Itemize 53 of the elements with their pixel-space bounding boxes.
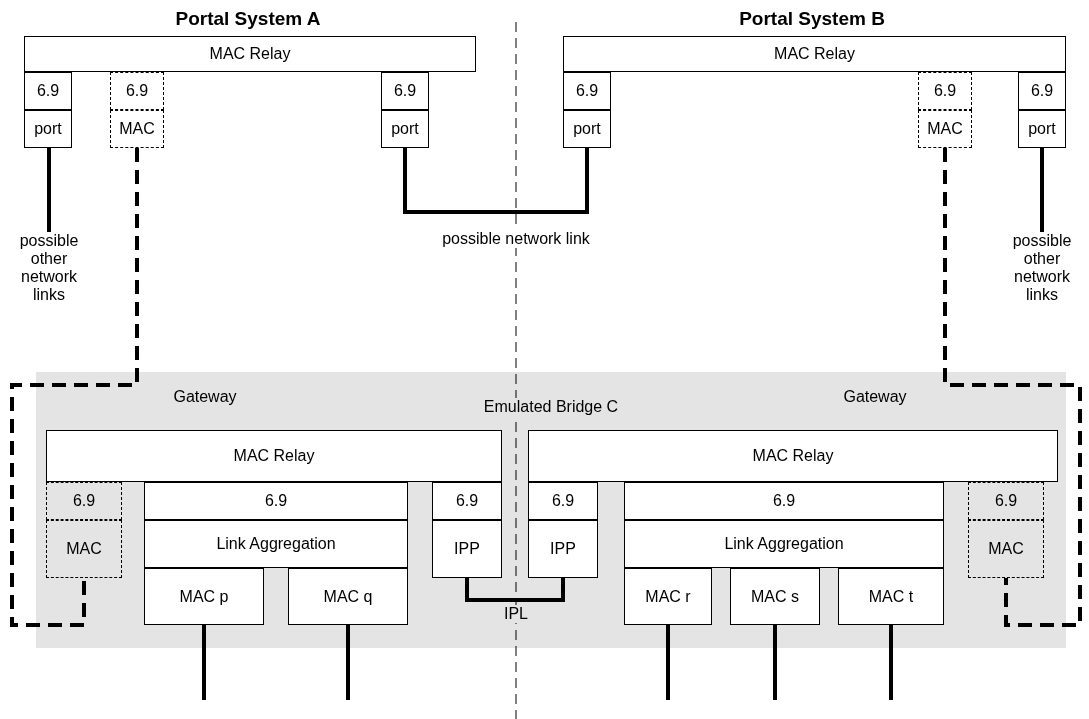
link-line	[346, 625, 350, 700]
aggregation-box: Link Aggregation	[144, 520, 408, 568]
mac-box: MAC	[918, 110, 972, 148]
link-line	[889, 625, 893, 700]
sublayer-box: 6.9	[24, 72, 72, 110]
bridge-panel	[36, 372, 1066, 648]
port-box: port	[563, 110, 611, 148]
relay-box: MAC Relay	[24, 36, 476, 72]
mac-box: MAC	[110, 110, 164, 148]
sublayer-box: 6.9	[624, 482, 944, 520]
mac-box: MAC t	[838, 568, 944, 625]
mac-box: MAC s	[730, 568, 820, 625]
port-box: port	[1018, 110, 1066, 148]
relay-box: MAC Relay	[528, 430, 1058, 482]
mac-box: MAC	[968, 520, 1044, 578]
link-line	[465, 578, 565, 602]
aggregation-box: Link Aggregation	[624, 520, 944, 568]
link-line	[1040, 148, 1044, 232]
port-box: port	[381, 110, 429, 148]
sublayer-box: 6.9	[46, 482, 122, 520]
sublayer-box: 6.9	[110, 72, 164, 110]
sublayer-box: 6.9	[1018, 72, 1066, 110]
sublayer-box: 6.9	[432, 482, 502, 520]
gateway-link	[943, 148, 1082, 627]
sublayer-box: 6.9	[381, 72, 429, 110]
note-text: possible other network links	[12, 232, 86, 312]
link-line	[46, 146, 51, 232]
link-line	[202, 625, 206, 700]
sublayer-box: 6.9	[563, 72, 611, 110]
edge-label: Gateway	[171, 388, 239, 406]
mac-box: MAC r	[624, 568, 712, 625]
sublayer-box: 6.9	[918, 72, 972, 110]
relay-box: MAC Relay	[46, 430, 502, 482]
link-line	[403, 148, 589, 214]
gateway-link	[10, 148, 139, 627]
sublayer-box: 6.9	[968, 482, 1044, 520]
link-line	[666, 625, 670, 700]
relay-box: MAC Relay	[563, 36, 1066, 72]
link-line	[773, 625, 777, 700]
port-box: port	[24, 110, 72, 148]
edge-label: Gateway	[841, 388, 909, 406]
system-heading: Portal System B	[738, 8, 886, 30]
mac-box: MAC p	[144, 568, 264, 625]
edge-label: possible network link	[440, 230, 592, 248]
mac-box: MAC q	[288, 568, 408, 625]
sublayer-box: 6.9	[528, 482, 598, 520]
sublayer-box: 6.9	[144, 482, 408, 520]
system-heading: Portal System A	[174, 8, 322, 30]
note-text: possible other network links	[1004, 232, 1080, 312]
port-box: IPP	[528, 520, 598, 578]
port-box: IPP	[432, 520, 502, 578]
mac-box: MAC	[46, 520, 122, 578]
edge-label: IPL	[502, 605, 530, 623]
